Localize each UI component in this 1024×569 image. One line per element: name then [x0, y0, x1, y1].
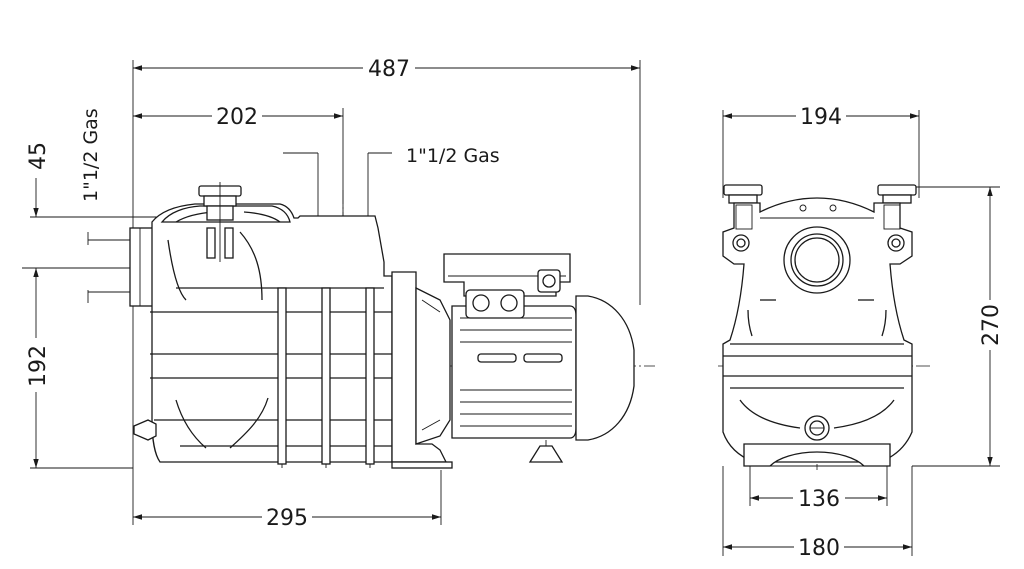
base-mount-inner-label: 136	[798, 487, 840, 512]
suction-to-discharge-label: 202	[216, 105, 258, 130]
overall-length-label: 487	[368, 57, 410, 82]
front-width-label: 194	[800, 105, 842, 130]
overall-height-label: 270	[979, 304, 1004, 346]
front-view	[718, 110, 1000, 556]
discharge-connection-label: 1"1/2 Gas	[406, 145, 500, 167]
base-mount-outer-label: 180	[798, 536, 840, 561]
suction-connection-label: 1"1/2 Gas	[80, 108, 102, 202]
top-offset-label: 45	[26, 142, 51, 170]
suction-height-label: 192	[26, 345, 51, 387]
side-view	[22, 60, 655, 525]
base-length-label: 295	[266, 506, 308, 531]
